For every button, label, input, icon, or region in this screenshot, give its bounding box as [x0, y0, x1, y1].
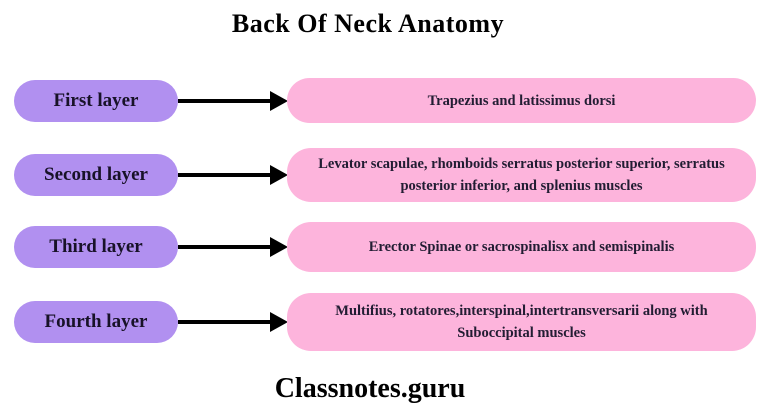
arrow-icon — [178, 90, 289, 111]
description-box-first: Trapezius and latissimus dorsi — [287, 78, 756, 123]
arrow-shaft — [178, 173, 272, 177]
arrow-icon — [178, 237, 289, 257]
arrow-shaft — [178, 98, 272, 103]
arrow-head — [270, 237, 288, 257]
arrow-shaft — [178, 245, 272, 249]
description-box-fourth: Multifius, rotatores,interspinal,intertr… — [287, 293, 756, 351]
arrow-shaft — [178, 320, 272, 324]
diagram-row-third-layer: Third layer Erector Spinae or sacrospina… — [0, 222, 768, 272]
description-box-third: Erector Spinae or sacrospinalisx and sem… — [287, 222, 756, 272]
watermark-text: Classnotes.guru — [274, 373, 466, 404]
diagram-row-first-layer: First layer Trapezius and latissimus dor… — [0, 78, 768, 123]
layer-pill-first: First layer — [14, 79, 178, 122]
arrow-head — [270, 312, 288, 332]
arrow-icon — [178, 165, 289, 185]
layer-pill-second: Second layer — [14, 154, 178, 196]
description-box-second: Levator scapulae, rhomboids serratus pos… — [287, 148, 756, 202]
diagram-row-fourth-layer: Fourth layer Multifius, rotatores,inters… — [0, 293, 768, 351]
arrow-head — [270, 90, 288, 111]
page-title: Back Of Neck Anatomy — [231, 9, 505, 38]
arrow-icon — [178, 312, 289, 332]
diagram-row-second-layer: Second layer Levator scapulae, rhomboids… — [0, 148, 768, 202]
arrow-head — [270, 165, 288, 185]
layer-pill-third: Third layer — [14, 226, 178, 268]
layer-pill-fourth: Fourth layer — [14, 301, 178, 343]
